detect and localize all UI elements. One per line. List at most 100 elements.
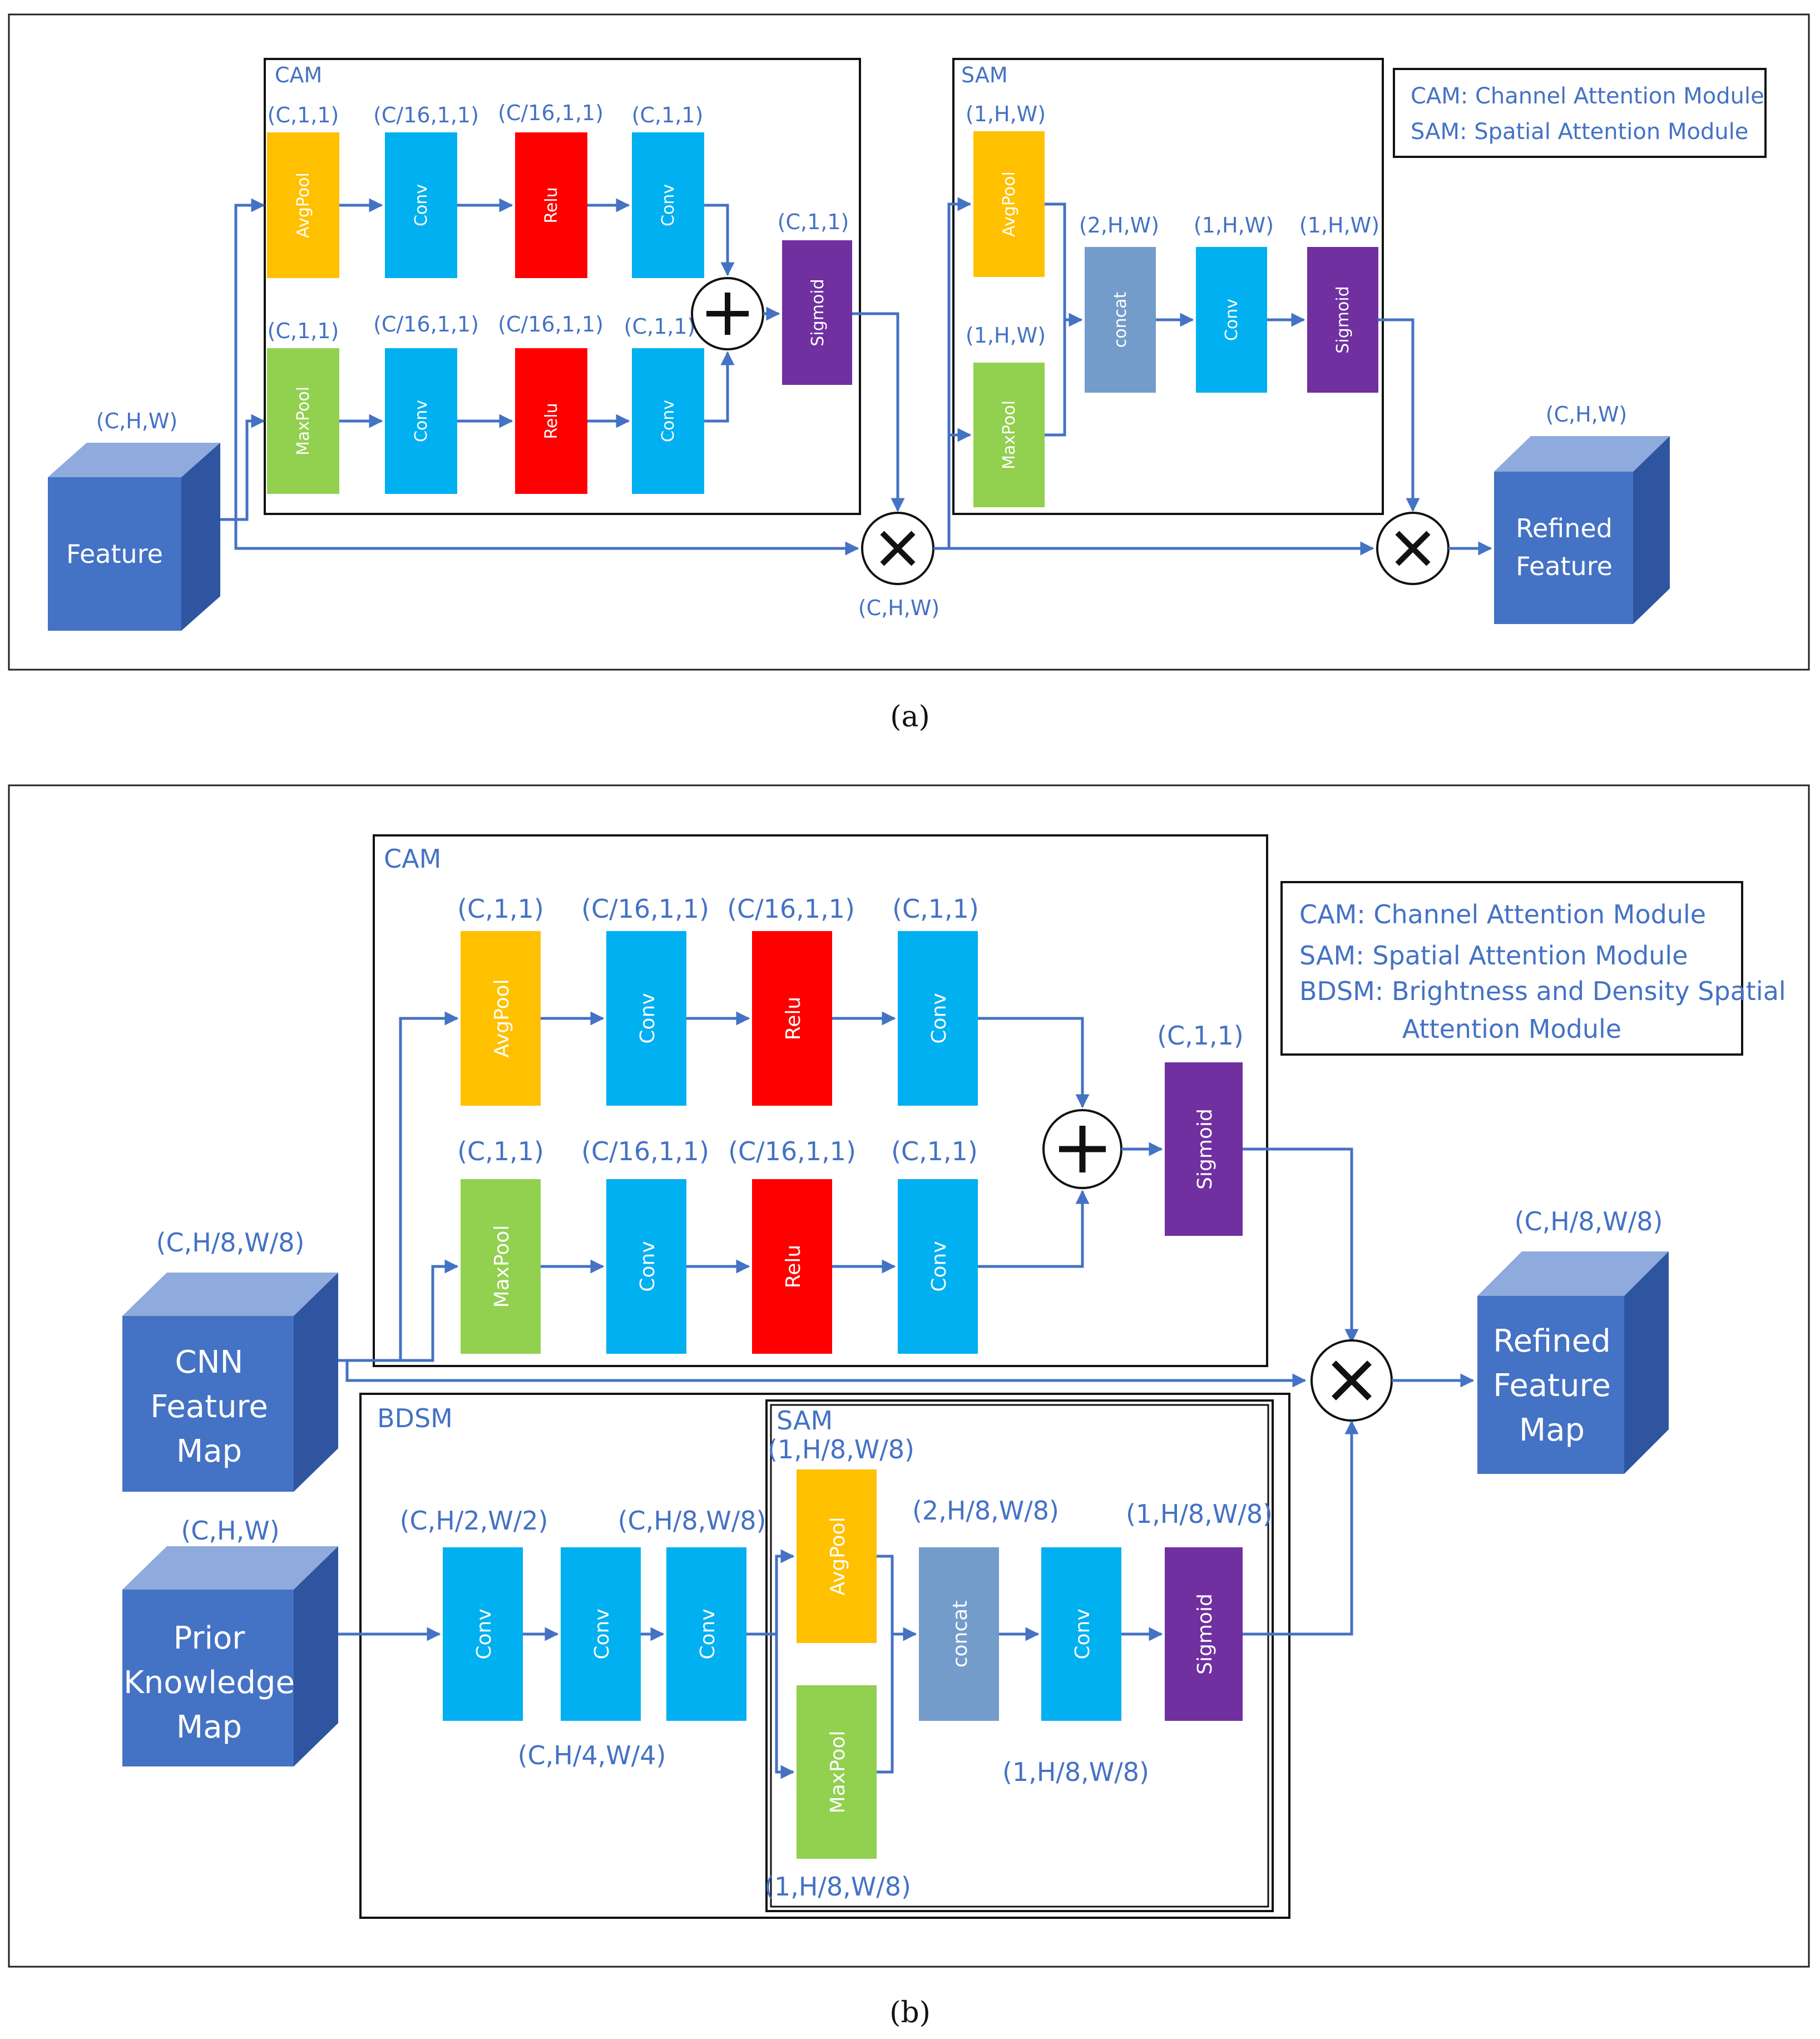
- sam-sigmoid-dim-b: (1,H/8,W/8): [1126, 1499, 1273, 1529]
- refined-map-label-3: Map: [1519, 1412, 1585, 1448]
- cam-maxpool-block-a: [267, 348, 339, 494]
- bdsm-conv3-block: [666, 1547, 746, 1721]
- cam-conv4-dim-b: (C,1,1): [891, 1136, 978, 1166]
- sam-concat-dim-b: (2,H/8,W/8): [912, 1496, 1059, 1526]
- legend-cam-a: CAM: Channel Attention Module: [1411, 83, 1764, 109]
- cam-maxpool-dim-a: (C,1,1): [268, 319, 339, 343]
- cam-conv2-label-a: Conv: [659, 184, 678, 226]
- cam-avgpool-dim-a: (C,1,1): [268, 103, 339, 127]
- cam-conv4-block-b: [898, 1179, 978, 1354]
- cam-conv1-block-a: [385, 132, 457, 278]
- caption-b: (b): [889, 1996, 931, 2030]
- legend-sam-b: SAM: Spatial Attention Module: [1299, 941, 1688, 971]
- cam-conv3-dim-b: (C/16,1,1): [581, 1136, 709, 1166]
- plus-icon-a: [706, 293, 749, 335]
- refined-feature-label-2-a: Feature: [1516, 551, 1613, 581]
- multiply-icon-b: [1332, 1360, 1372, 1400]
- plus-icon-b: [1059, 1126, 1106, 1172]
- panel-a: CAM SAM CAM: Channel Attention Module SA…: [8, 13, 1810, 734]
- cam-relu-label-b: Relu: [782, 997, 805, 1040]
- panel-a-frame: [8, 13, 1810, 671]
- sam-avgpool-block-b: [797, 1469, 877, 1643]
- sam-sigmoid-label-b: Sigmoid: [1194, 1593, 1216, 1675]
- sam-title-b: SAM: [777, 1405, 833, 1436]
- legend-bdsm-b: BDSM: Brightness and Density Spatial: [1299, 976, 1786, 1006]
- cam-maxpool-dim-b: (C,1,1): [457, 1136, 544, 1166]
- bdsm-title-b: BDSM: [377, 1403, 453, 1433]
- sam-concat-dim-a: (2,H,W): [1079, 213, 1159, 237]
- sam-conv-label-a: Conv: [1222, 299, 1242, 341]
- refined-map-label-2: Feature: [1493, 1368, 1611, 1404]
- cam-relu2-dim-a: (C/16,1,1): [498, 312, 604, 336]
- caption-a: (a): [890, 700, 930, 734]
- bdsm-conv1-block: [443, 1547, 523, 1721]
- bdsm-conv2-dim: (C,H/4,W/4): [518, 1740, 666, 1770]
- cam-avgpool-label-a: AvgPool: [294, 172, 313, 238]
- sam-avgpool-label-b: AvgPool: [827, 1517, 849, 1595]
- bdsm-conv1-label: Conv: [473, 1609, 496, 1659]
- sam-sigmoid-block-a: [1307, 247, 1378, 393]
- prior-label-3: Map: [176, 1709, 242, 1745]
- cam-sigmoid-block-a: [782, 240, 852, 385]
- bdsm-conv3-dim: (C,H/8,W/8): [618, 1506, 766, 1536]
- refined-map-label-1: Refined: [1493, 1323, 1611, 1359]
- cam-conv4-label-a: Conv: [659, 400, 678, 442]
- cam-maxpool-label-b: MaxPool: [491, 1225, 513, 1308]
- sam-maxpool-dim-b: (1,H/8,W/8): [764, 1872, 911, 1902]
- sam-concat-block-b: [919, 1547, 999, 1721]
- refined-feature-dim-a: (C,H,W): [1546, 402, 1628, 427]
- cam-conv3-dim-a: (C/16,1,1): [373, 312, 479, 336]
- bdsm-conv2-label: Conv: [591, 1609, 614, 1659]
- cam-conv1-block-b: [606, 931, 686, 1106]
- legend-box-a: [1393, 68, 1767, 158]
- cam-relu-block-b: [752, 931, 832, 1106]
- feature-cube-label-a: Feature: [66, 539, 163, 569]
- legend-bdsm-b-2: Attention Module: [1402, 1014, 1621, 1044]
- cam-conv2-label-b: Conv: [928, 993, 951, 1043]
- cam-conv1-dim-b: (C/16,1,1): [581, 894, 709, 924]
- cam-relu2-label-a: Relu: [542, 403, 561, 439]
- cam-maxpool-block-b: [461, 1179, 541, 1354]
- refined-feature-map-cube-b: Refined Feature Map: [1477, 1251, 1669, 1474]
- sam-sigmoid-block-b: [1165, 1547, 1243, 1721]
- cam-avgpool-block-b: [461, 931, 541, 1106]
- cam-conv2-block-a: [632, 132, 704, 278]
- prior-label-2: Knowledge: [123, 1665, 295, 1701]
- multiply-icon-2-a: [1395, 531, 1431, 566]
- cam-conv2-dim-a: (C,1,1): [632, 103, 704, 127]
- sam-conv-label-b: Conv: [1071, 1609, 1094, 1659]
- sam-maxpool-block-b: [797, 1685, 877, 1859]
- sam-avgpool-dim-b: (1,H/8,W/8): [768, 1434, 914, 1464]
- refined-feature-cube-a: Refined Feature: [1494, 436, 1670, 624]
- cnn-label-3: Map: [176, 1433, 242, 1469]
- sam-sigmoid-dim-a: (1,H,W): [1299, 213, 1379, 237]
- sam-concat-block-a: [1085, 247, 1156, 393]
- sam-avgpool-block-a: [973, 131, 1045, 277]
- cam-relu-block-a: [515, 132, 587, 278]
- bdsm-conv3-label: Conv: [696, 1609, 719, 1659]
- cam-maxpool-label-a: MaxPool: [294, 387, 313, 456]
- cam-conv2-dim-b: (C,1,1): [892, 894, 979, 924]
- cam-relu2-label-b: Relu: [782, 1245, 805, 1288]
- sam-sigmoid-label-a: Sigmoid: [1333, 286, 1353, 353]
- cam-conv3-label-b: Conv: [636, 1241, 659, 1291]
- refined-feature-label-1-a: Refined: [1516, 513, 1613, 543]
- cam-avgpool-label-b: AvgPool: [491, 979, 513, 1057]
- bdsm-conv2-block: [561, 1547, 641, 1721]
- multiply-icon-1-a: [880, 531, 916, 566]
- sam-conv-dim-b: (1,H/8,W/8): [1002, 1757, 1149, 1787]
- cam-title-b: CAM: [384, 844, 441, 874]
- cam-relu-label-a: Relu: [542, 187, 561, 223]
- cam-sigmoid-label-a: Sigmoid: [808, 279, 828, 346]
- cam-sigmoid-label-b: Sigmoid: [1194, 1108, 1216, 1190]
- legend-box-b: [1280, 881, 1743, 1056]
- cnn-feature-map-cube-b: CNN Feature Map: [122, 1273, 338, 1492]
- cam-relu2-block-a: [515, 348, 587, 494]
- cam-conv4-label-b: Conv: [928, 1241, 951, 1291]
- bdsm-box-b: [359, 1393, 1290, 1919]
- cam-relu2-dim-b: (C/16,1,1): [728, 1136, 856, 1166]
- sam-box-inner-b: [770, 1404, 1269, 1908]
- sam-avgpool-dim-a: (1,H,W): [966, 102, 1046, 126]
- sam-conv-block-a: [1196, 247, 1267, 393]
- sam-box-outer-b: [765, 1399, 1274, 1912]
